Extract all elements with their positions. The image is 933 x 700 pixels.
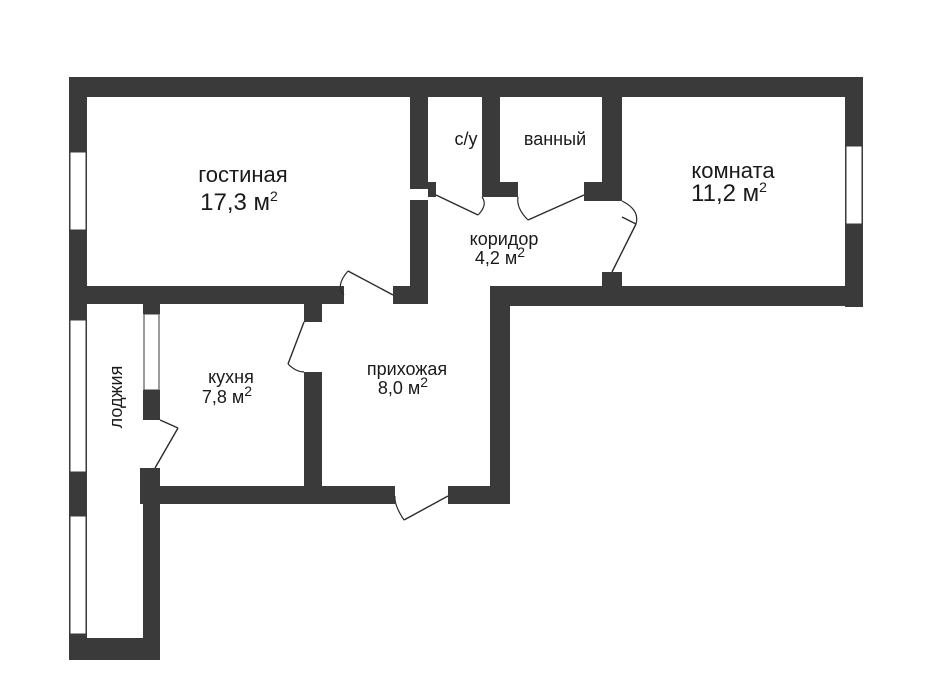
doors: [154, 194, 638, 521]
hall-area: 8,0 м2: [378, 374, 428, 398]
windows: [69, 145, 863, 635]
kitchen-name: кухня: [208, 367, 254, 387]
wc-name: с/у: [454, 129, 477, 149]
hall-name: прихожая: [367, 359, 447, 379]
loggia-name: лоджия: [106, 366, 126, 429]
corridor-area: 4,2 м2: [475, 244, 525, 268]
room-name: комната: [691, 158, 775, 183]
living-room-area: 17,3 м2: [200, 188, 278, 216]
walls: [69, 77, 863, 660]
room-area: 11,2 м2: [691, 179, 767, 207]
kitchen-area: 7,8 м2: [202, 383, 252, 407]
room-labels: гостиная 17,3 м2 комната 11,2 м2 с/у ван…: [106, 129, 775, 428]
living-room-name: гостиная: [198, 162, 287, 187]
bath-name: ванный: [524, 129, 586, 149]
corridor-name: коридор: [470, 229, 539, 249]
